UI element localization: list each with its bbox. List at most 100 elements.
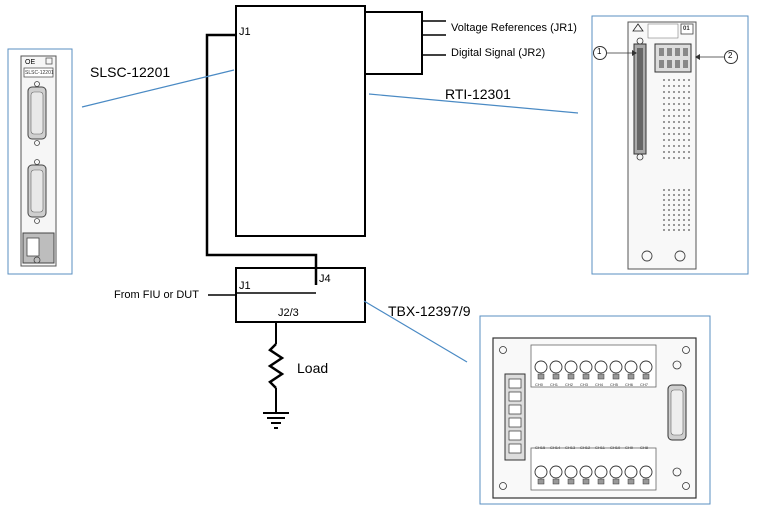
vent-hole (668, 194, 670, 196)
vent-hole (683, 91, 685, 93)
vent-hole (683, 127, 685, 129)
tbx-channel-label: CH15 (535, 445, 546, 450)
vent-hole (668, 209, 670, 211)
tbx-bottom-bnc-row (534, 465, 653, 485)
vent-hole (688, 189, 690, 191)
bnc-connector (564, 465, 578, 479)
bnc-tab (582, 478, 590, 485)
rti-leader-line (368, 93, 579, 114)
vent-hole (668, 109, 670, 111)
vent-hole (663, 121, 665, 123)
vent-hole (673, 85, 675, 87)
vent-hole (668, 219, 670, 221)
vent-hole (688, 127, 690, 129)
vent-hole (683, 209, 685, 211)
vent-hole (688, 209, 690, 211)
tbx-channel-label: CH7 (640, 382, 649, 387)
vent-hole (688, 79, 690, 81)
vent-hole (678, 139, 680, 141)
vent-hole (668, 151, 670, 153)
vent-hole (668, 115, 670, 117)
vent-hole (663, 85, 665, 87)
tbx-leader-line (363, 300, 468, 363)
bnc-connector (579, 360, 593, 374)
vent-hole (663, 204, 665, 206)
bnc-connector (534, 360, 548, 374)
vent-hole (683, 204, 685, 206)
vent-hole (683, 224, 685, 226)
vent-hole (683, 79, 685, 81)
vent-hole (663, 79, 665, 81)
vent-hole (673, 115, 675, 117)
vent-hole (688, 121, 690, 123)
voltage-references-label: Voltage References (JR1) (451, 22, 577, 34)
terminal-screw (508, 391, 522, 402)
rti-callout-1-text: 1 (597, 47, 602, 56)
vent-hole (678, 145, 680, 147)
fiu-input-label: From FIU or DUT (114, 289, 199, 301)
vent-hole (678, 91, 680, 93)
vent-hole (678, 229, 680, 231)
bnc-connector (549, 465, 563, 479)
vent-hole (683, 189, 685, 191)
slsc-leader-line (81, 69, 235, 108)
vent-hole (688, 145, 690, 147)
vent-hole (683, 139, 685, 141)
vent-hole (678, 209, 680, 211)
vent-hole (668, 199, 670, 201)
vent-hole (668, 133, 670, 135)
vent-hole (683, 133, 685, 135)
vent-hole (668, 91, 670, 93)
tbx-terminal-block (508, 378, 522, 454)
j1-harness (205, 33, 318, 285)
tbx-top-bnc-row (534, 360, 653, 380)
vent-hole (663, 97, 665, 99)
vent-hole (683, 199, 685, 201)
tbx-channel-label: CH1 (550, 382, 559, 387)
vent-hole (688, 133, 690, 135)
vent-hole (683, 85, 685, 87)
terminal-screw (508, 404, 522, 415)
rti-slot-label: 01 (683, 26, 690, 32)
vent-hole (688, 194, 690, 196)
vent-hole (683, 157, 685, 159)
vent-hole (668, 157, 670, 159)
vent-hole (688, 224, 690, 226)
tbx-channel-label: CH5 (610, 382, 619, 387)
bnc-tab (537, 373, 545, 380)
vent-hole (688, 229, 690, 231)
vent-hole (668, 145, 670, 147)
vent-hole (688, 151, 690, 153)
ground-icon (263, 412, 289, 429)
tbx-j1-label: J1 (239, 280, 251, 292)
vent-hole (678, 199, 680, 201)
vent-hole (673, 145, 675, 147)
vent-hole (683, 151, 685, 153)
vent-hole (663, 145, 665, 147)
vent-hole (688, 103, 690, 105)
bnc-tab (552, 373, 560, 380)
bnc-connector (579, 465, 593, 479)
vent-hole (673, 194, 675, 196)
vent-hole (663, 199, 665, 201)
vent-hole (668, 85, 670, 87)
vent-hole (673, 229, 675, 231)
rti-vent-holes (663, 79, 690, 231)
vent-hole (678, 151, 680, 153)
vent-hole (668, 97, 670, 99)
tbx-channel-label: CH13 (565, 445, 576, 450)
vent-hole (678, 194, 680, 196)
vent-hole (663, 127, 665, 129)
bnc-tab (627, 478, 635, 485)
bnc-connector (624, 465, 638, 479)
vent-hole (688, 199, 690, 201)
vent-hole (673, 133, 675, 135)
vent-hole (668, 204, 670, 206)
vent-hole (673, 79, 675, 81)
vent-hole (683, 97, 685, 99)
vent-hole (663, 91, 665, 93)
vent-hole (673, 109, 675, 111)
slsc-panel-label: SLSC-12201 (25, 70, 54, 76)
